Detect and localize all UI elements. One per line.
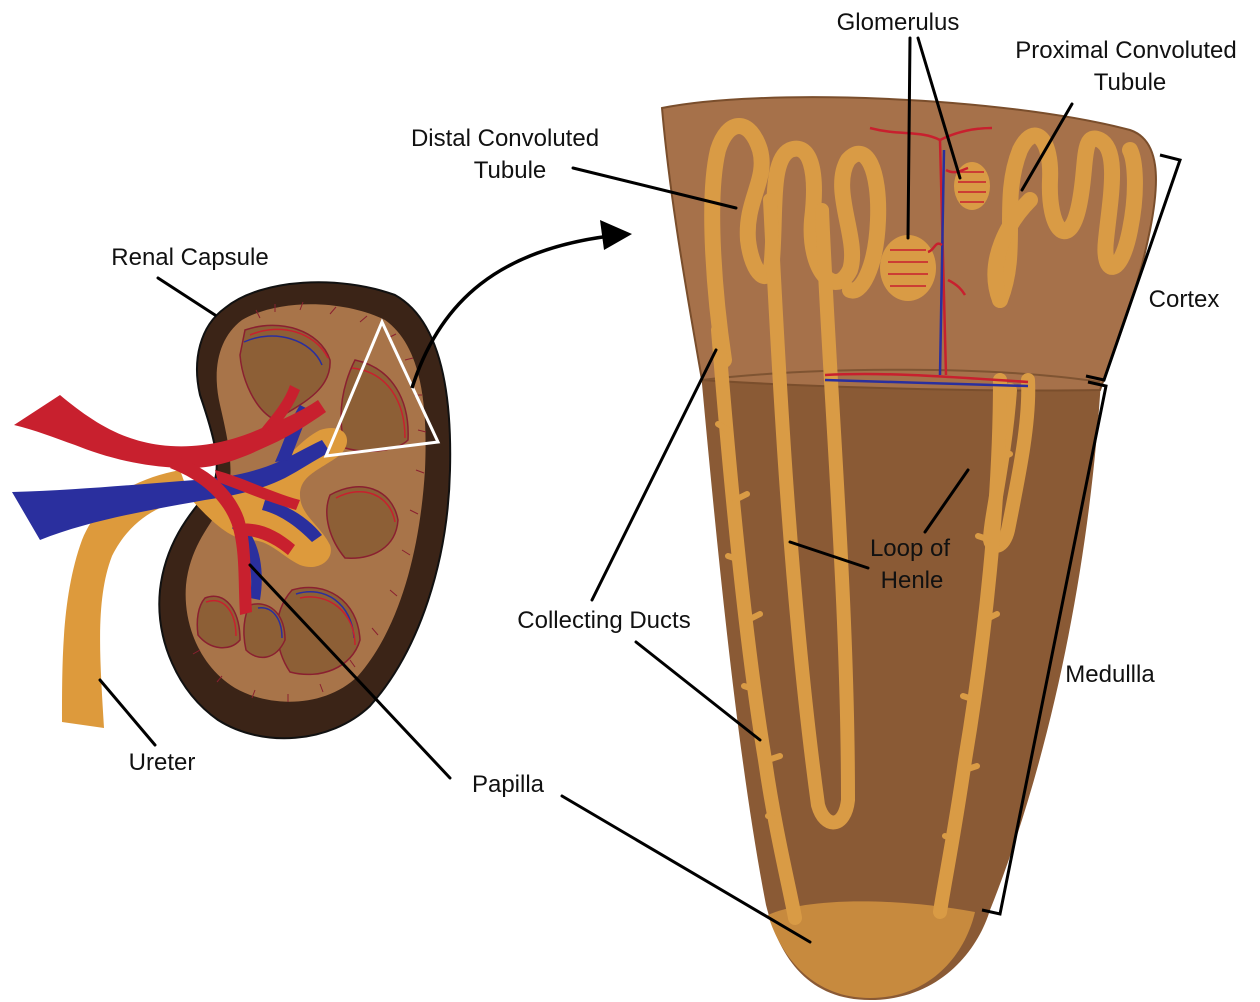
- distal-tubule-label-line2: Tubule: [474, 157, 547, 184]
- cortex-label: Cortex: [1149, 286, 1220, 313]
- collecting-ducts-label: Collecting Ducts: [517, 607, 690, 634]
- loop-of-henle-label-line2: Henle: [881, 567, 944, 594]
- arrow-head: [600, 220, 632, 250]
- glomerulus-left: [880, 235, 936, 301]
- loop-of-henle-label-line1: Loop of: [870, 535, 950, 562]
- ureter-label: Ureter: [129, 749, 196, 776]
- proximal-tubule-label-line1: Proximal Convoluted: [1015, 37, 1236, 64]
- proximal-tubule-label-line2: Tubule: [1094, 69, 1167, 96]
- glomerulus-right: [954, 162, 990, 210]
- distal-tubule-label-line1: Distal Convoluted: [411, 125, 599, 152]
- kidney-cross-section: [12, 282, 450, 738]
- medulla-label: Medullla: [1065, 661, 1155, 688]
- renal-capsule-label: Renal Capsule: [111, 244, 268, 271]
- papilla-label: Papilla: [472, 771, 545, 798]
- glomerulus-label: Glomerulus: [837, 9, 960, 36]
